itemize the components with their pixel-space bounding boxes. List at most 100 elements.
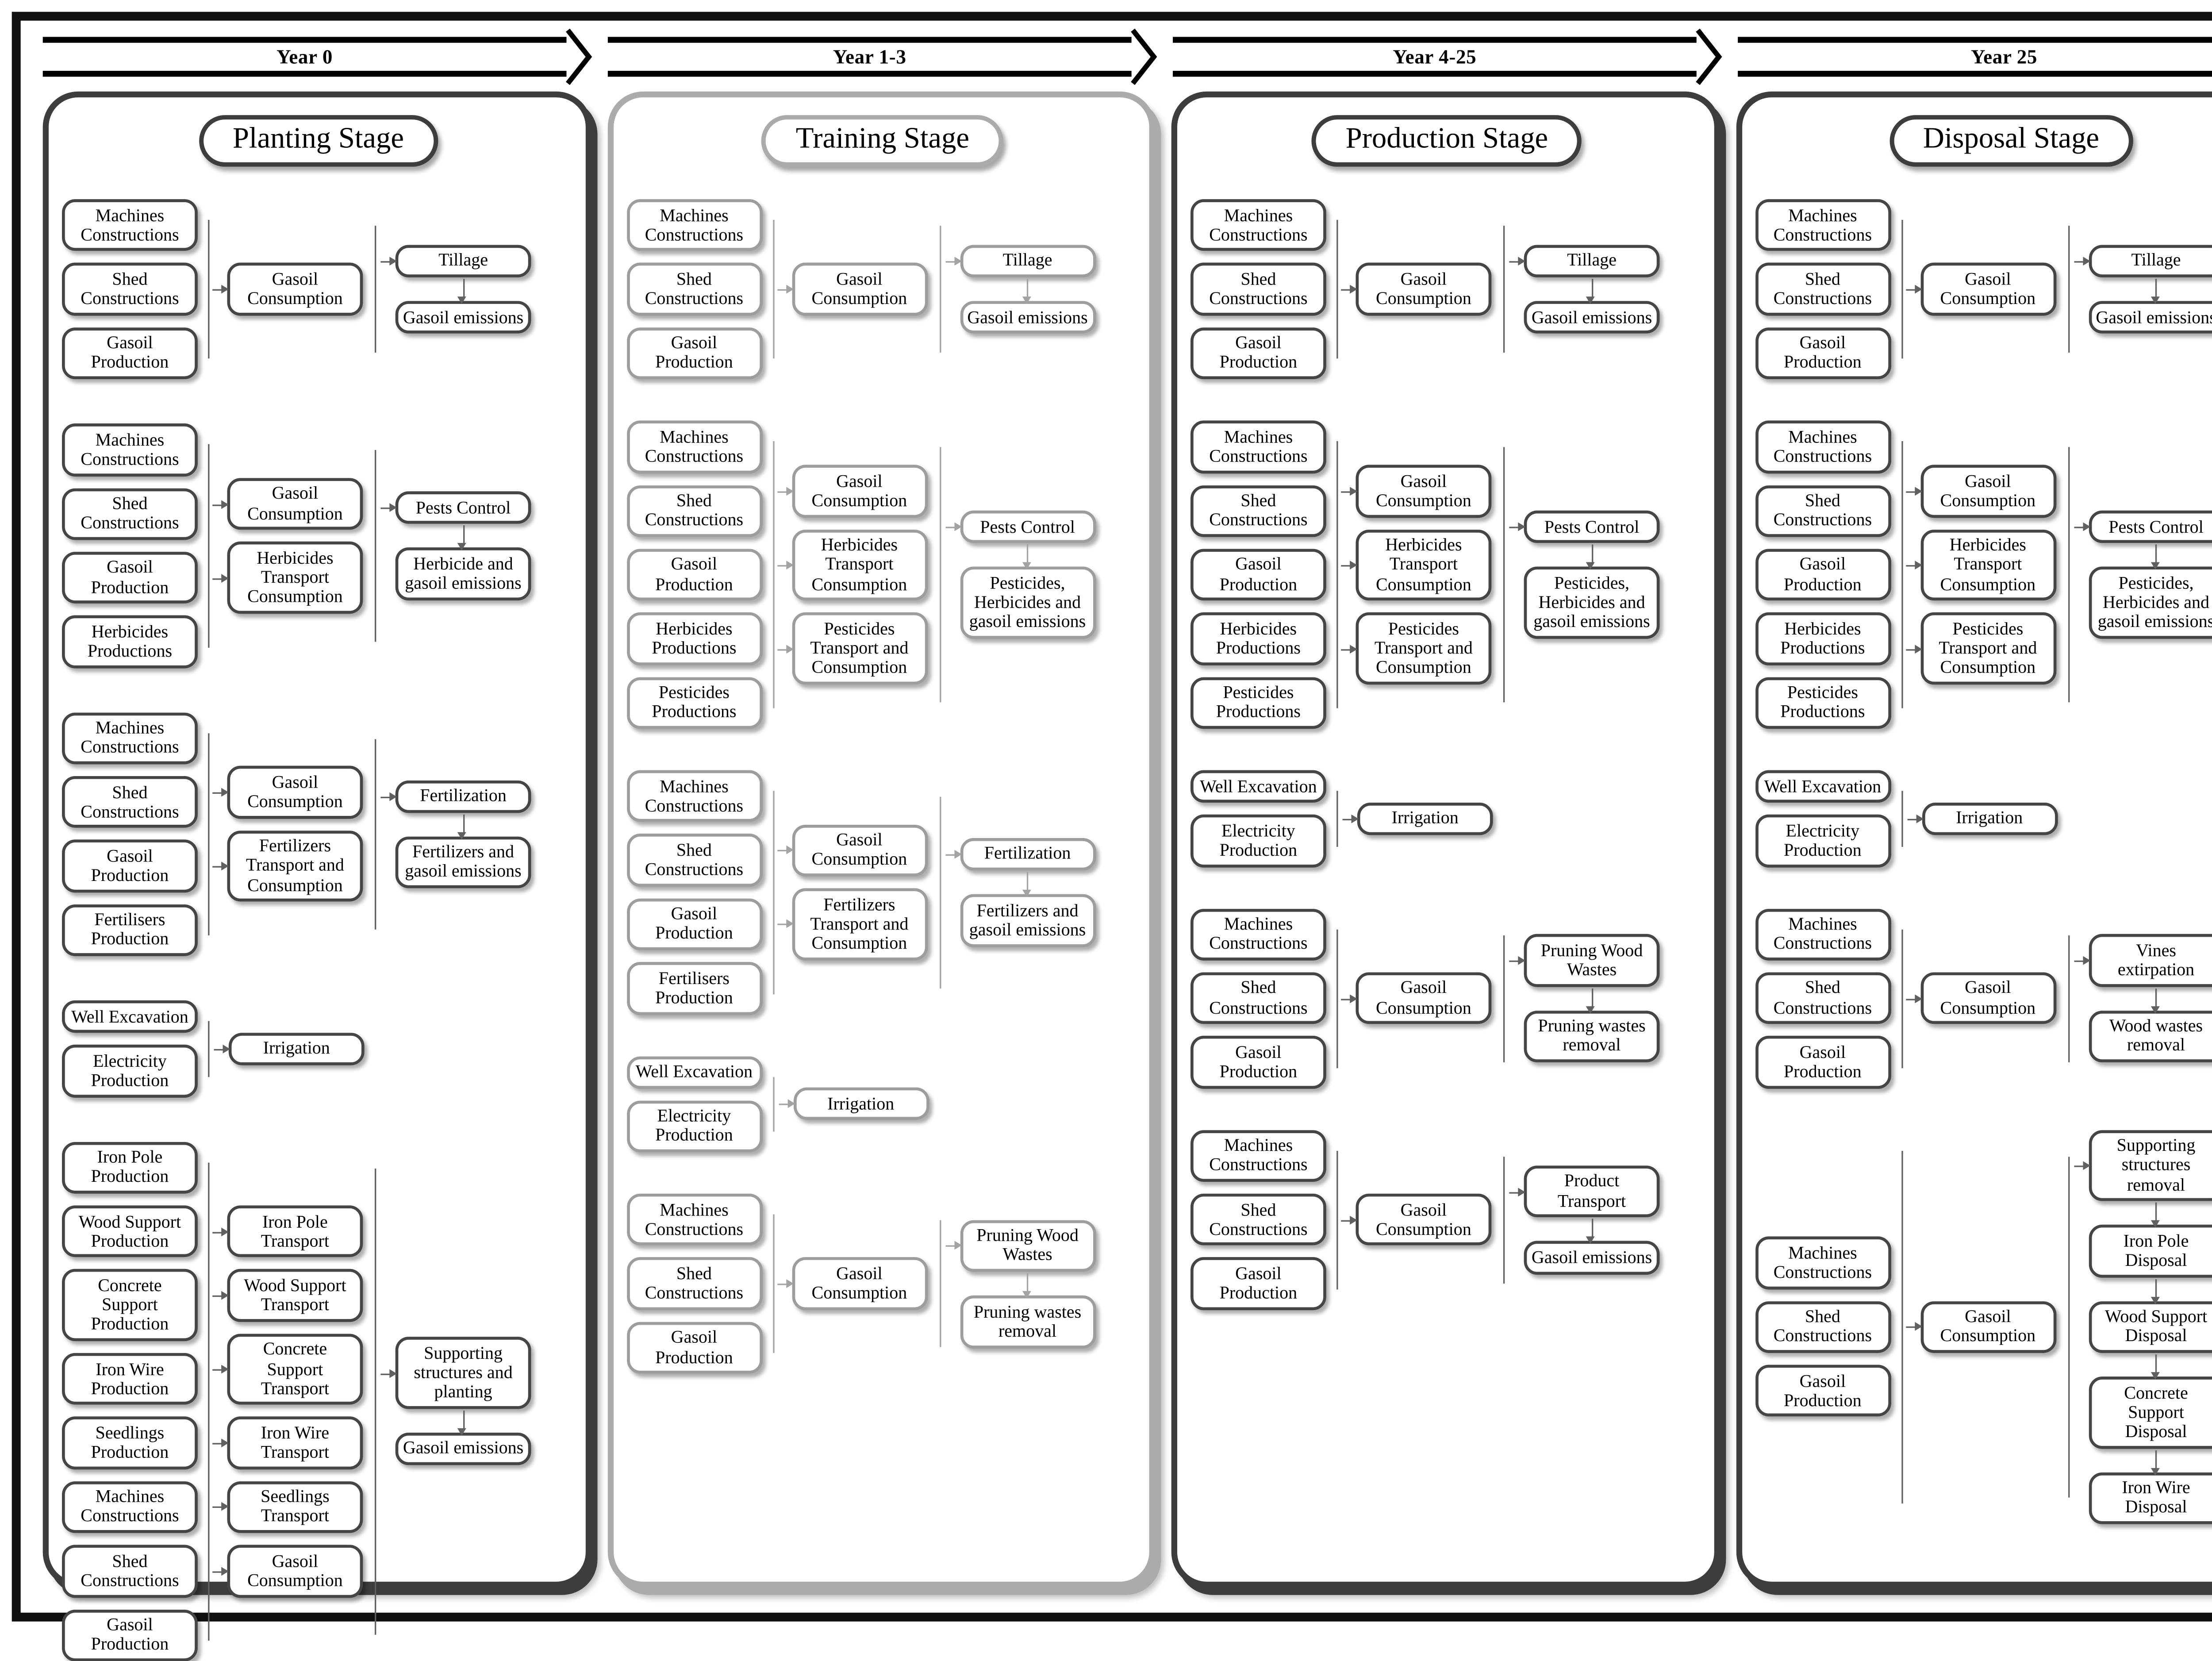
input-box: Gasoil Production	[1190, 1257, 1326, 1310]
input-box: Shed Constructions	[1190, 1193, 1326, 1246]
timeline-arrow-year-0: Year 0	[42, 28, 592, 85]
down-arrow	[457, 814, 467, 839]
down-arrow	[2150, 279, 2159, 304]
transport-column: Gasoil Consumption	[1905, 972, 2056, 1025]
down-arrow	[1586, 988, 1595, 1013]
down-arrow	[457, 279, 467, 304]
input-box: Pesticides Productions	[1190, 677, 1326, 729]
process-box: Product Transport	[1509, 1165, 1660, 1218]
stage-title: Disposal Stage	[1889, 115, 2133, 167]
connector-spine	[198, 444, 210, 647]
input-box: Gasoil Production	[62, 840, 198, 892]
connector-spine	[1326, 929, 1338, 1068]
connector-spine	[198, 1021, 210, 1077]
output-box: Gasoil emissions	[1524, 1241, 1660, 1274]
input-box: Shed Constructions	[626, 263, 762, 315]
input-box: Gasoil Production	[626, 549, 762, 601]
transport-column: Gasoil Consumption	[1341, 1193, 1492, 1246]
output-box: Pruning wastes removal	[960, 1296, 1095, 1348]
process-box: Irrigation	[1906, 802, 2058, 835]
connector-spine	[363, 738, 376, 930]
transport-box: Gasoil Consumption	[212, 263, 363, 315]
timeline-label: Year 25	[1970, 45, 2038, 68]
input-box: Machines Constructions	[626, 420, 762, 473]
input-box: Machines Constructions	[62, 423, 198, 476]
input-box: Machines Constructions	[1755, 420, 1891, 473]
input-box: Gasoil Production	[62, 327, 198, 380]
connector-spine	[2056, 934, 2069, 1062]
input-box: Machines Constructions	[1755, 199, 1891, 252]
process-box: Supporting structures removal	[2073, 1130, 2212, 1202]
connector-spine	[363, 226, 376, 353]
input-box: Machines Constructions	[1190, 420, 1326, 473]
connector-spine	[1890, 929, 1902, 1068]
process-box: Irrigation	[778, 1088, 929, 1121]
input-box: Gasoil Production	[62, 1609, 198, 1661]
input-box: Gasoil Production	[62, 551, 198, 604]
timeline-arrow-year-4-25: Year 4-25	[1173, 28, 1722, 85]
transport-box: Fertilizers Transport and Consumption	[212, 830, 363, 902]
outer-frame: Year 0 Year 1-3 Year 4-25	[12, 12, 2212, 1661]
output-box: Pesticides, Herbicides and gasoil emissi…	[2088, 567, 2212, 639]
transport-box: Gasoil Consumption	[1341, 1193, 1492, 1246]
connector-spine	[927, 1220, 941, 1348]
down-arrow	[457, 1410, 467, 1436]
connector-spine	[762, 219, 774, 359]
transport-box: Wood Support Transport	[212, 1269, 363, 1322]
output-box: Pesticides, Herbicides and gasoil emissi…	[960, 567, 1095, 639]
process-box: Pruning Wood Wastes	[1509, 934, 1660, 987]
transport-box: Iron Pole Transport	[212, 1205, 363, 1258]
transport-box: Gasoil Consumption	[1341, 263, 1492, 315]
input-box: Gasoil Production	[1755, 1036, 1891, 1088]
down-arrow	[2150, 1203, 2159, 1228]
process-box: Pests Control	[2073, 511, 2212, 544]
transport-column: Gasoil Consumption	[1341, 972, 1492, 1025]
input-box: Machines Constructions	[62, 1481, 198, 1534]
output-box: Gasoil emissions	[395, 1432, 531, 1465]
transport-box: Gasoil Consumption	[212, 766, 363, 819]
input-box: Electricity Production	[626, 1100, 762, 1153]
timeline-label: Year 4-25	[1393, 45, 1477, 68]
transport-box: Pesticides Transport and Consumption	[1341, 612, 1492, 684]
connector-spine	[1890, 219, 1902, 359]
connector-spine	[1491, 226, 1505, 353]
stage-title-wrap: Planting Stage	[62, 115, 575, 167]
stage-title-wrap: Training Stage	[626, 115, 1139, 167]
input-box: Electricity Production	[62, 1045, 198, 1097]
transport-box: Gasoil Consumption	[776, 263, 927, 315]
transport-column: Gasoil Consumption	[1905, 1300, 2056, 1353]
stage-title: Production Stage	[1311, 115, 1582, 167]
process-box: Fertilization	[945, 838, 1095, 871]
transport-box: Gasoil Consumption	[1341, 465, 1492, 518]
connector-spine	[762, 441, 774, 708]
process-box: Irrigation	[1342, 802, 1493, 835]
transport-box: Gasoil Consumption	[776, 465, 927, 518]
stage-groups: Machines Constructions Shed Constructions…	[626, 199, 1139, 1374]
process-box: Irrigation	[214, 1032, 365, 1065]
output-box: Iron Wire Disposal	[2088, 1472, 2212, 1524]
input-box: Iron Wire Production	[62, 1353, 198, 1405]
